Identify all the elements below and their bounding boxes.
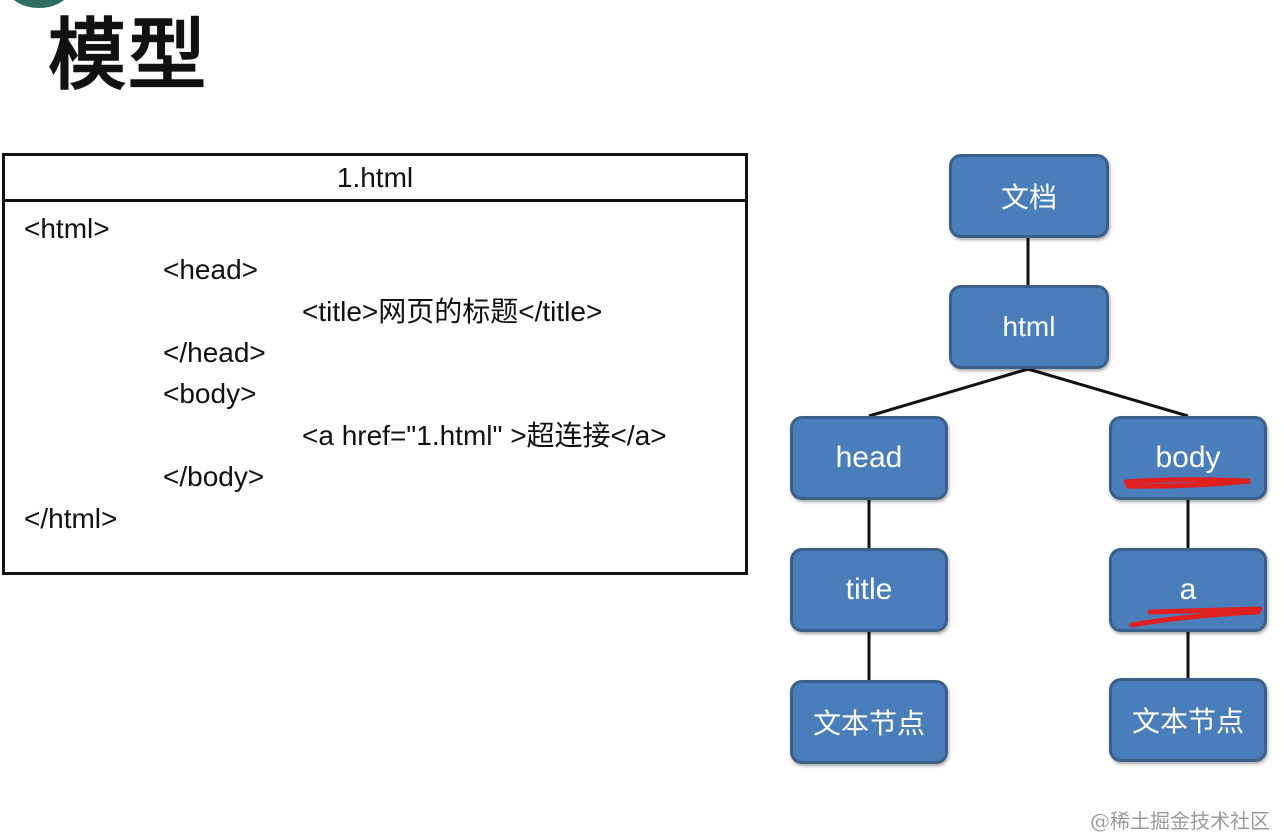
- body-underline-annotation: [1123, 477, 1251, 489]
- watermark: @稀土掘金技术社区: [1090, 809, 1270, 833]
- code-line-body-open: <body>: [163, 378, 257, 409]
- code-panel-filename: 1.html: [5, 156, 745, 202]
- tree-node-title: title: [790, 548, 948, 632]
- tree-node-head: head: [790, 416, 948, 500]
- tree-node-document: 文档: [949, 154, 1109, 238]
- slide-title: 模型: [48, 11, 209, 101]
- edge-html-body: [1027, 367, 1189, 418]
- code-line-body-close: </body>: [163, 461, 265, 492]
- code-line-title: <title>网页的标题</title>: [302, 296, 603, 327]
- code-line-html-open: <html>: [24, 213, 110, 244]
- tree-node-a-text: 文本节点: [1109, 678, 1267, 762]
- a-underline-annotation: [1129, 606, 1263, 628]
- code-line-head-open: <head>: [163, 254, 258, 285]
- tree-node-head-text: 文本节点: [790, 680, 948, 764]
- corner-decoration: [6, 0, 72, 8]
- edge-html-head: [868, 367, 1029, 418]
- tree-node-html: html: [949, 285, 1109, 369]
- code-line-head-close: </head>: [163, 337, 266, 368]
- code-panel: 1.html: [2, 153, 748, 575]
- code-line-anchor: <a href="1.html" >超连接</a>: [302, 420, 667, 451]
- code-line-html-close: </html>: [24, 503, 118, 534]
